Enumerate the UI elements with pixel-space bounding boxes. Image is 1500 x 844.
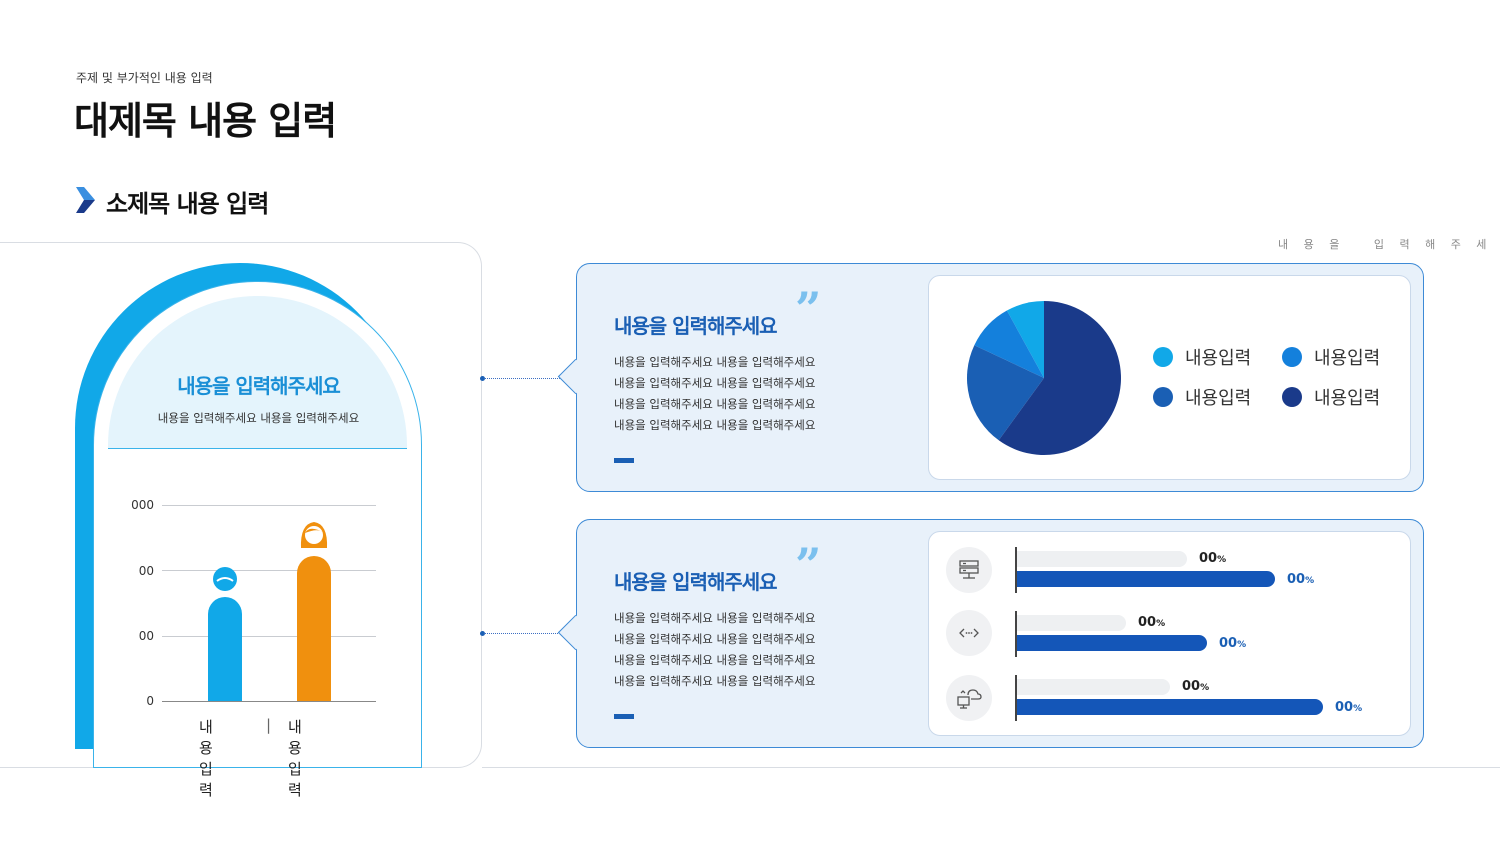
legend-label: 내용입력 [1185, 348, 1252, 369]
axis-line [1015, 611, 1017, 657]
callout-text: 내용을 입력해주세요 내용을 입력해주세요 내용을 입력해주세요 내용을 입력해… [614, 608, 815, 692]
callout-card-pie: ” 내용을 입력해주세요 내용을 입력해주세요 내용을 입력해주세요 내용을 입… [557, 263, 1424, 492]
top-caption: 내 용 을 입 력 해 주 세 요 [1278, 238, 1500, 251]
legend-swatch [1282, 387, 1302, 407]
page-title: 대제목 내용 입력 [74, 99, 337, 143]
connector-dot [480, 376, 485, 381]
legend-swatch [1282, 347, 1302, 367]
page-subtitle: 주제 및 부가적인 내용 입력 [76, 71, 213, 85]
legend-label: 내용입력 [1185, 388, 1252, 409]
pie-slice [998, 301, 1121, 455]
section-heading: 소제목 내용 입력 [76, 184, 269, 219]
y-tick-label: 0 [146, 694, 154, 708]
gridline [162, 505, 376, 506]
text-line: 내용을 입력해주세요 내용을 입력해주세요 [614, 418, 816, 432]
server-icon [946, 547, 992, 593]
callout-title: 내용을 입력해주세요 [614, 570, 778, 594]
x-category-label: 내용입력 [199, 718, 213, 799]
legend-item: 내용입력 [1282, 344, 1380, 370]
pie-slice [1006, 301, 1044, 378]
x-label-separator: | [266, 716, 272, 734]
bar-male [208, 597, 242, 701]
progress-panel: 00% 00% 00% 00% 00% 00% [928, 531, 1411, 736]
pie-chart [967, 301, 1121, 455]
code-icon [946, 610, 992, 656]
y-tick-label: 00 [138, 564, 154, 578]
progress-fill [1017, 635, 1207, 651]
callout-text: 내용을 입력해주세요 내용을 입력해주세요 내용을 입력해주세요 내용을 입력해… [614, 352, 815, 436]
progress-value: 00% [1138, 615, 1166, 630]
connector-dot [480, 631, 485, 636]
legend-label: 내용입력 [1314, 348, 1381, 369]
text-line: 내용을 입력해주세요 내용을 입력해주세요 [614, 397, 816, 411]
text-line: 내용을 입력해주세요 내용을 입력해주세요 [614, 653, 816, 667]
progress-value: 00% [1219, 636, 1247, 651]
callout-card-progress: ” 내용을 입력해주세요 내용을 입력해주세요 내용을 입력해주세요 내용을 입… [557, 519, 1424, 748]
pie-slice [974, 310, 1044, 378]
progress-value: 00% [1199, 551, 1227, 566]
callout-pointer [557, 358, 594, 395]
progress-value: 00% [1335, 700, 1363, 715]
legend-item: 내용입력 [1153, 344, 1251, 370]
progress-value: 00% [1182, 679, 1210, 694]
accent-bar [614, 458, 634, 463]
arch-title: 내용을 입력해주세요 [177, 374, 341, 398]
y-tick-label: 000 [131, 498, 154, 512]
x-axis-line [162, 701, 376, 702]
progress-track [1017, 551, 1187, 567]
gridline [162, 636, 376, 637]
text-line: 내용을 입력해주세요 내용을 입력해주세요 [614, 674, 816, 688]
text-line: 내용을 입력해주세요 내용을 입력해주세요 [614, 376, 816, 390]
pie-slice [967, 345, 1044, 441]
progress-value: 00% [1287, 572, 1315, 587]
chevron-right-icon [76, 186, 96, 217]
callout-pointer [557, 614, 594, 651]
accent-bar [614, 714, 634, 719]
quote-icon: ” [795, 538, 822, 592]
bar-female [297, 556, 331, 701]
gridline [162, 570, 376, 571]
progress-fill [1017, 571, 1275, 587]
quote-icon: ” [795, 282, 822, 336]
legend-label: 내용입력 [1314, 388, 1381, 409]
divider-line [482, 767, 1500, 768]
legend-swatch [1153, 347, 1173, 367]
bar-chart: 000 00 00 0 내용입력 | 내용입력 [0, 0, 376, 799]
x-category-label: 내용입력 [288, 718, 302, 799]
progress-track [1017, 679, 1170, 695]
legend-item: 내용입력 [1282, 384, 1380, 410]
connector-line [484, 633, 566, 634]
progress-fill [1017, 699, 1323, 715]
text-line: 내용을 입력해주세요 내용을 입력해주세요 [614, 611, 816, 625]
text-line: 내용을 입력해주세요 내용을 입력해주세요 [614, 632, 816, 646]
axis-line [1015, 547, 1017, 593]
cloud-computer-icon [946, 675, 992, 721]
male-person-icon [213, 567, 237, 591]
axis-line [1015, 675, 1017, 721]
legend-swatch [1153, 387, 1173, 407]
y-tick-label: 00 [138, 629, 154, 643]
arch-card: 내용을 입력해주세요 내용을 입력해주세요 내용을 입력해주세요 [93, 281, 422, 768]
connector-line [484, 378, 566, 379]
arch-description: 내용을 입력해주세요 내용을 입력해주세요 [157, 411, 360, 425]
section-title: 소제목 내용 입력 [106, 190, 269, 218]
callout-title: 내용을 입력해주세요 [614, 314, 778, 338]
progress-track [1017, 615, 1126, 631]
pie-chart-panel: 내용입력 내용입력 내용입력 내용입력 [928, 275, 1411, 480]
text-line: 내용을 입력해주세요 내용을 입력해주세요 [614, 355, 816, 369]
legend-item: 내용입력 [1153, 384, 1251, 410]
female-person-icon [300, 522, 328, 548]
